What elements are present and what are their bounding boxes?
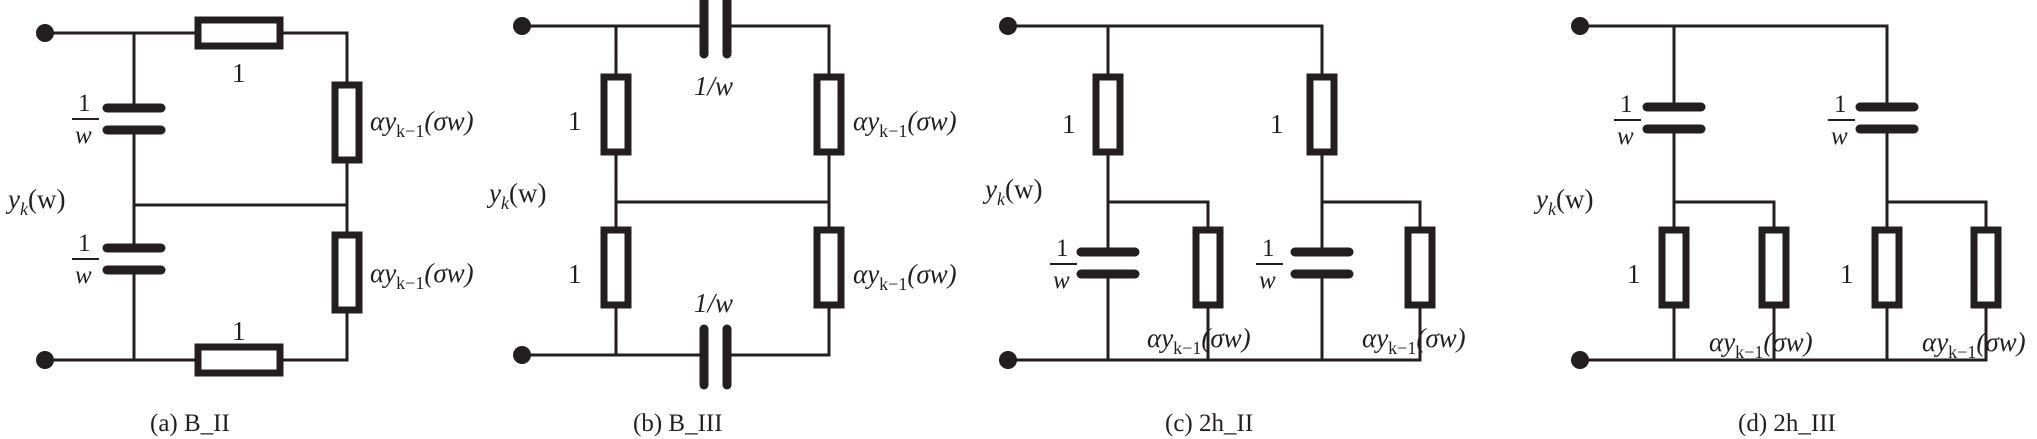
resistor-b-top-label: 1 — [568, 106, 582, 136]
svg-text:yk(w): yk(w) — [5, 184, 65, 219]
terminal-c-bottom — [999, 351, 1017, 369]
resistor-a-top-label: 1 — [232, 58, 246, 88]
svg-text:w: w — [75, 122, 92, 149]
caption-a: (a) B_II — [150, 410, 230, 437]
terminal-d-bottom — [1571, 351, 1589, 369]
feedback-c-left-label: αyk−1(σw) — [1147, 323, 1251, 358]
resistor-d-left — [1658, 226, 1690, 309]
circuit-b-b-iii: 1 1 1/w 1/w yk(w) αyk−1(σw) αyk−1(σw) (b… — [486, 0, 957, 437]
resistor-b-bottom-label: 1 — [568, 259, 582, 289]
input-label-d: yk(w) — [1533, 184, 1593, 219]
resistor-c-left-label: 1 — [1062, 109, 1076, 139]
capacitor-d-left-label: 1 w — [1614, 91, 1641, 150]
svg-text:yk(w): yk(w) — [486, 178, 546, 213]
circuit-a-wires — [43, 31, 349, 362]
terminal-d-top — [1571, 17, 1589, 35]
resistor-d-feedback-left — [1758, 226, 1790, 309]
svg-text:1: 1 — [1620, 91, 1633, 118]
resistor-b-feedback-top — [813, 73, 845, 156]
svg-text:1: 1 — [1056, 235, 1069, 262]
resistor-d-right-label: 1 — [1840, 259, 1854, 289]
terminal-c-top — [999, 17, 1017, 35]
svg-text:αyk−1(σw): αyk−1(σw) — [1709, 327, 1813, 362]
resistor-c-right-label: 1 — [1270, 109, 1284, 139]
terminal-b-top — [513, 17, 531, 35]
circuit-a-b-ii: 1 1 yk(w) 1 w 1 w αyk−1(σw) αyk−1(σw) (a… — [5, 16, 474, 437]
svg-text:1: 1 — [1262, 235, 1275, 262]
svg-text:αyk−1(σw): αyk−1(σw) — [1362, 323, 1466, 358]
resistor-b-shunt-top — [600, 73, 632, 156]
svg-text:w: w — [75, 262, 92, 289]
feedback-d-right-label: αyk−1(σw) — [1922, 327, 2026, 362]
caption-d: (d) 2h_III — [1738, 410, 1836, 437]
capacitor-a-top-label: 1 w — [72, 90, 99, 149]
resistor-a-bottom-label: 1 — [232, 316, 246, 346]
capacitor-c-right-label: 1 w — [1256, 235, 1283, 294]
resistor-c-feedback-left — [1192, 226, 1224, 309]
svg-text:w: w — [1617, 123, 1634, 150]
svg-text:1: 1 — [1834, 91, 1847, 118]
feedback-c-right-label: αyk−1(σw) — [1362, 323, 1466, 358]
capacitor-b-bottom-label: 1/w — [694, 288, 733, 318]
resistor-d-left-label: 1 — [1627, 259, 1641, 289]
feedback-b-top-label: αyk−1(σw) — [853, 106, 957, 141]
svg-text:αyk−1(σw): αyk−1(σw) — [1147, 323, 1251, 358]
terminal-a-bottom — [36, 351, 54, 369]
circuit-c-wires — [1006, 24, 1422, 362]
circuit-b-wires — [520, 24, 831, 357]
circuit-c-2h-ii: 1 1 yk(w) 1 w 1 w αyk−1(σw) αyk−1(σw) (c… — [982, 17, 1466, 437]
feedback-a-bottom-label: αyk−1(σw) — [370, 258, 474, 293]
terminal-a-top — [36, 24, 54, 42]
input-label-c: yk(w) — [982, 174, 1042, 209]
svg-text:yk(w): yk(w) — [982, 174, 1042, 209]
svg-text:w: w — [1053, 267, 1070, 294]
caption-c: (c) 2h_II — [1165, 410, 1253, 437]
input-label-a: yk(w) — [5, 184, 65, 219]
svg-text:αyk−1(σw): αyk−1(σw) — [1922, 327, 2026, 362]
resistor-c-left — [1092, 73, 1124, 156]
resistor-b-feedback-bottom — [813, 226, 845, 309]
resistor-c-feedback-right — [1404, 226, 1436, 309]
capacitor-c-left-label: 1 w — [1050, 235, 1077, 294]
feedback-a-top-label: αyk−1(σw) — [370, 106, 474, 141]
resistor-b-shunt-bottom — [600, 226, 632, 309]
svg-text:αyk−1(σw): αyk−1(σw) — [370, 106, 474, 141]
resistor-d-feedback-right — [1970, 226, 2002, 309]
capacitor-b-top-label: 1/w — [694, 71, 733, 101]
svg-text:w: w — [1831, 123, 1848, 150]
circuit-d-wires — [1578, 24, 1988, 362]
capacitor-d-right-label: 1 w — [1828, 91, 1855, 150]
svg-text:αyk−1(σw): αyk−1(σw) — [853, 106, 957, 141]
input-label-b: yk(w) — [486, 178, 546, 213]
caption-b: (b) B_III — [633, 410, 723, 437]
svg-text:yk(w): yk(w) — [1533, 184, 1593, 219]
svg-text:αyk−1(σw): αyk−1(σw) — [370, 258, 474, 293]
resistor-a-top — [194, 16, 284, 50]
feedback-b-bottom-label: αyk−1(σw) — [853, 259, 957, 294]
terminal-b-bottom — [513, 346, 531, 364]
circuit-d-2h-iii: 1 1 yk(w) 1 w 1 w αyk−1(σw) αyk−1(σw) (d… — [1533, 17, 2026, 437]
svg-text:1: 1 — [78, 230, 91, 257]
resistor-a-feedback-bottom — [331, 231, 363, 314]
svg-text:w: w — [1259, 267, 1276, 294]
capacitor-a-bottom-label: 1 w — [72, 230, 99, 289]
resistor-a-bottom — [194, 343, 284, 377]
svg-text:1: 1 — [78, 90, 91, 117]
resistor-d-right — [1871, 226, 1903, 309]
resistor-a-feedback-top — [331, 81, 363, 164]
resistor-c-right — [1306, 73, 1338, 156]
svg-text:αyk−1(σw): αyk−1(σw) — [853, 259, 957, 294]
feedback-d-left-label: αyk−1(σw) — [1709, 327, 1813, 362]
